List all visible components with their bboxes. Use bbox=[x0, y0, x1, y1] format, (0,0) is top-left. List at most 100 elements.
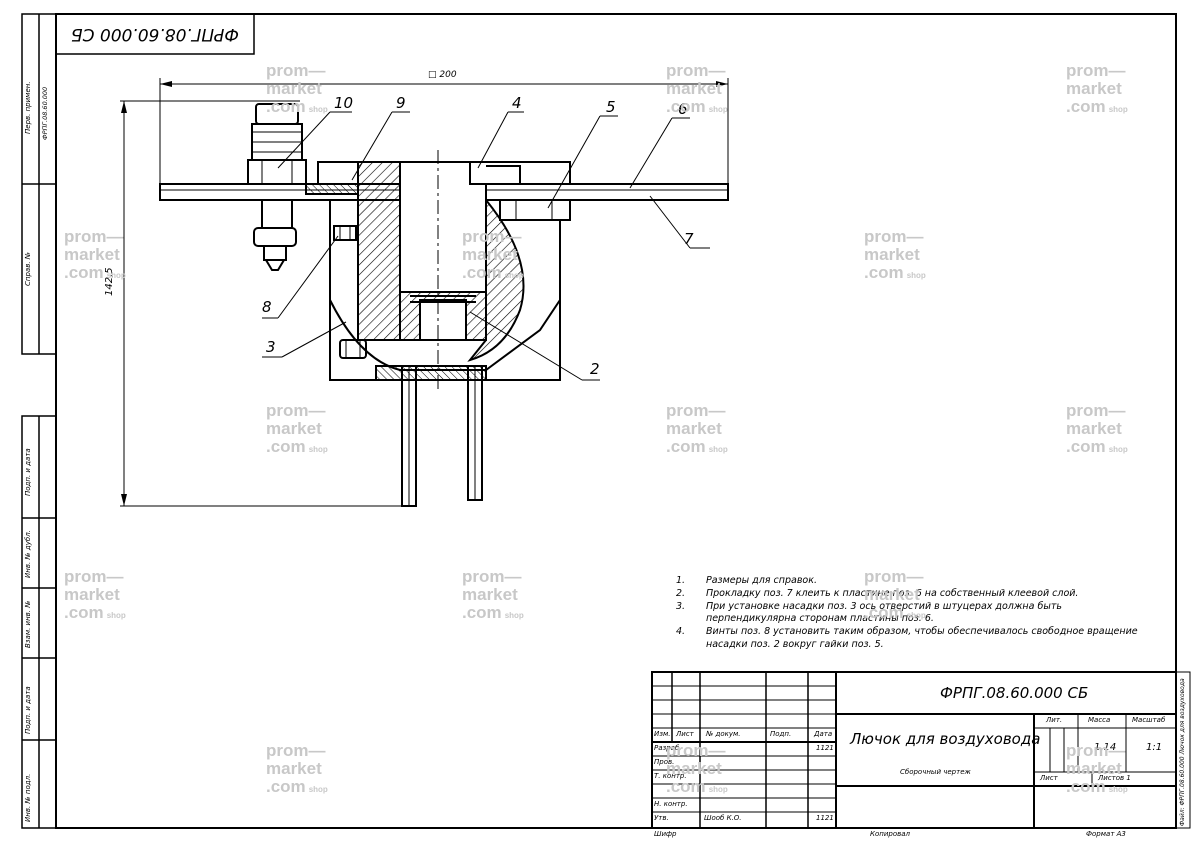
lit-label: Лит. bbox=[1046, 716, 1063, 724]
row-razrab: Разраб. bbox=[654, 744, 682, 752]
note-num: 2. bbox=[676, 587, 686, 599]
pos-9: 9 bbox=[396, 94, 406, 112]
watermark-line: prom— bbox=[462, 227, 522, 246]
side-stamp: Файл: ФРПГ.08.60.000 Лючок для воздухово… bbox=[1179, 678, 1186, 826]
doc-type: Сборочный чертеж bbox=[900, 768, 971, 776]
watermark-line: .com bbox=[1066, 97, 1106, 116]
watermark-line: .com bbox=[1066, 777, 1106, 796]
razrab-date: 1121 bbox=[816, 744, 834, 752]
title-block-lines bbox=[651, 671, 1191, 829]
note-text: Прокладку поз. 7 клеить к пластине поз. … bbox=[706, 587, 1079, 599]
watermark-line: .com bbox=[864, 603, 904, 622]
footer-kopiroval: Копировал bbox=[870, 830, 910, 838]
pos-5: 5 bbox=[606, 98, 616, 116]
watermark-shop: shop bbox=[106, 611, 126, 620]
col-data: Дата bbox=[814, 730, 833, 738]
assembly-view bbox=[120, 78, 729, 507]
note-row: перпендикулярна сторонам пластины поз. 6… bbox=[676, 613, 1156, 626]
utv-name: Шооб К.О. bbox=[704, 814, 742, 822]
watermark-line: market bbox=[666, 79, 722, 98]
watermark-line: .com bbox=[864, 263, 904, 282]
watermark-line: prom— bbox=[666, 741, 726, 760]
watermark-line: prom— bbox=[666, 61, 726, 80]
watermark-line: prom— bbox=[462, 567, 522, 586]
col-podp: Подп. bbox=[770, 730, 792, 738]
note-text: При установке насадки поз. 3 ось отверст… bbox=[706, 600, 1062, 612]
sheets-label: Листов 1 bbox=[1098, 774, 1131, 782]
watermark-line: prom— bbox=[864, 227, 924, 246]
col-list: Лист bbox=[676, 730, 694, 738]
watermark-shop: shop bbox=[1108, 105, 1128, 114]
strip-inv-dubl: Инв. № дубл. bbox=[24, 530, 32, 578]
watermark-line: prom— bbox=[266, 401, 326, 420]
strip-vzam-inv: Взам. инв. № bbox=[24, 600, 32, 648]
scale-value: 1:1 bbox=[1146, 742, 1163, 753]
note-row: насадки поз. 2 вокруг гайки поз. 5. bbox=[676, 639, 1156, 652]
watermark-line: market bbox=[266, 79, 322, 98]
watermark-shop: shop bbox=[1108, 445, 1128, 454]
footer-shifr: Шифр bbox=[654, 830, 677, 838]
watermark-shop: shop bbox=[1108, 785, 1128, 794]
strip-sprav-no: Справ. № bbox=[24, 251, 32, 286]
watermark-shop: shop bbox=[308, 785, 328, 794]
watermark-line: market bbox=[64, 245, 120, 264]
watermark-shop: shop bbox=[906, 271, 926, 280]
watermark-line: market bbox=[64, 585, 120, 604]
watermark-shop: shop bbox=[106, 271, 126, 280]
watermark-shop: shop bbox=[708, 105, 728, 114]
mass-label: Масса bbox=[1088, 716, 1111, 724]
note-text: насадки поз. 2 вокруг гайки поз. 5. bbox=[706, 638, 884, 650]
pos-10: 10 bbox=[334, 94, 354, 112]
watermark-shop: shop bbox=[708, 785, 728, 794]
note-text: Размеры для справок. bbox=[706, 575, 817, 586]
watermark-line: market bbox=[1066, 759, 1122, 778]
row-tkontr: Т. контр. bbox=[654, 772, 687, 780]
watermark-shop: shop bbox=[308, 445, 328, 454]
watermark-line: prom— bbox=[266, 741, 326, 760]
designation: ФРПГ.08.60.000 СБ bbox=[940, 684, 1089, 702]
note-text: перпендикулярна сторонам пластины поз. 6… bbox=[706, 613, 934, 625]
watermark-shop: shop bbox=[708, 445, 728, 454]
watermark-line: .com bbox=[666, 97, 706, 116]
watermark-line: .com bbox=[64, 263, 104, 282]
pos-3: 3 bbox=[266, 338, 276, 356]
strip-podp-data-1: Подп. и дата bbox=[24, 448, 32, 496]
strip-podp-data-2: Подп. и дата bbox=[24, 686, 32, 734]
watermark-line: market bbox=[1066, 79, 1122, 98]
scale-label: Масштаб bbox=[1132, 716, 1166, 724]
watermark-line: market bbox=[462, 585, 518, 604]
sheet-frame bbox=[55, 13, 1177, 829]
watermark-line: prom— bbox=[1066, 61, 1126, 80]
watermark-line: market bbox=[1066, 419, 1122, 438]
watermark-line: prom— bbox=[864, 567, 924, 586]
note-row: 4.Винты поз. 8 установить таким образом,… bbox=[676, 626, 1156, 639]
watermark-shop: shop bbox=[906, 611, 926, 620]
note-row: 2. Прокладку поз. 7 клеить к пластине поз… bbox=[676, 588, 1156, 601]
watermark-shop: shop bbox=[308, 105, 328, 114]
utv-date: 1121 bbox=[816, 814, 834, 822]
watermark-line: market bbox=[666, 759, 722, 778]
watermark-line: market bbox=[266, 419, 322, 438]
watermark-line: .com bbox=[266, 437, 306, 456]
pos-2: 2 bbox=[590, 360, 600, 378]
note-num: 1. bbox=[676, 575, 686, 586]
mass-value: 1,14 bbox=[1094, 742, 1117, 753]
left-strip bbox=[21, 13, 57, 829]
note-num bbox=[676, 639, 706, 652]
note-row: 1. Размеры для справок. bbox=[676, 575, 1156, 588]
strip-inv-podl: Инв. № подл. bbox=[24, 773, 32, 822]
note-num bbox=[676, 613, 706, 626]
sheet-label: Лист bbox=[1040, 774, 1058, 782]
col-docum: № докум. bbox=[706, 730, 741, 738]
watermark-shop: shop bbox=[504, 271, 524, 280]
footer-format: Формат А3 bbox=[1086, 830, 1126, 838]
